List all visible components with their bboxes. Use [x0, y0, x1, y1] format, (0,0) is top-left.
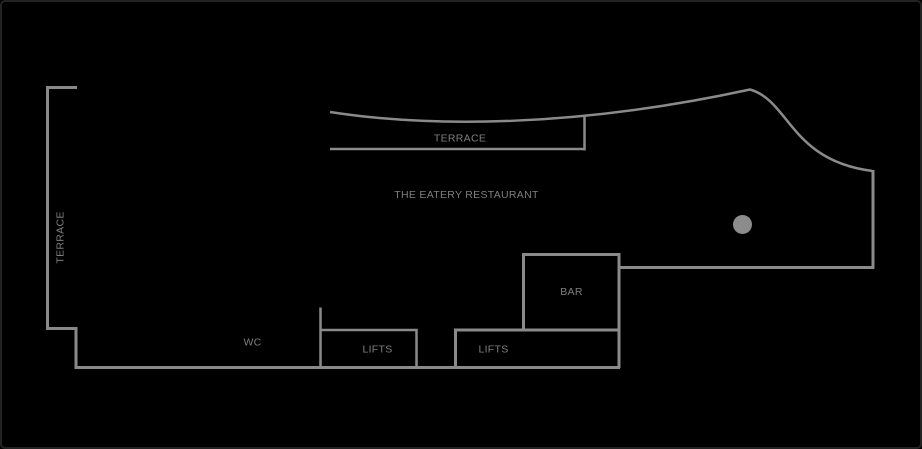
- facade-curve: [329, 88, 873, 173]
- wall-left-terrace: [46, 86, 78, 368]
- label-terrace-top: TERRACE: [434, 133, 486, 145]
- label-bar: BAR: [560, 286, 583, 298]
- labels-group: TERRACE TERRACE THE EATERY RESTAURANT BA…: [55, 133, 583, 356]
- label-wc: WC: [243, 337, 261, 349]
- label-lifts-west: LIFTS: [362, 344, 392, 356]
- walls-group: [46, 86, 875, 369]
- column-marker: [733, 215, 752, 234]
- terrace-top-outline: [330, 116, 586, 151]
- label-terrace-left: TERRACE: [55, 211, 67, 263]
- room-lifts-east-bar-outline: [454, 253, 621, 368]
- label-lifts-east: LIFTS: [478, 344, 508, 356]
- room-lifts-west-outline: [319, 328, 418, 368]
- label-restaurant: THE EATERY RESTAURANT: [394, 189, 539, 201]
- wall-right-wing: [620, 170, 875, 269]
